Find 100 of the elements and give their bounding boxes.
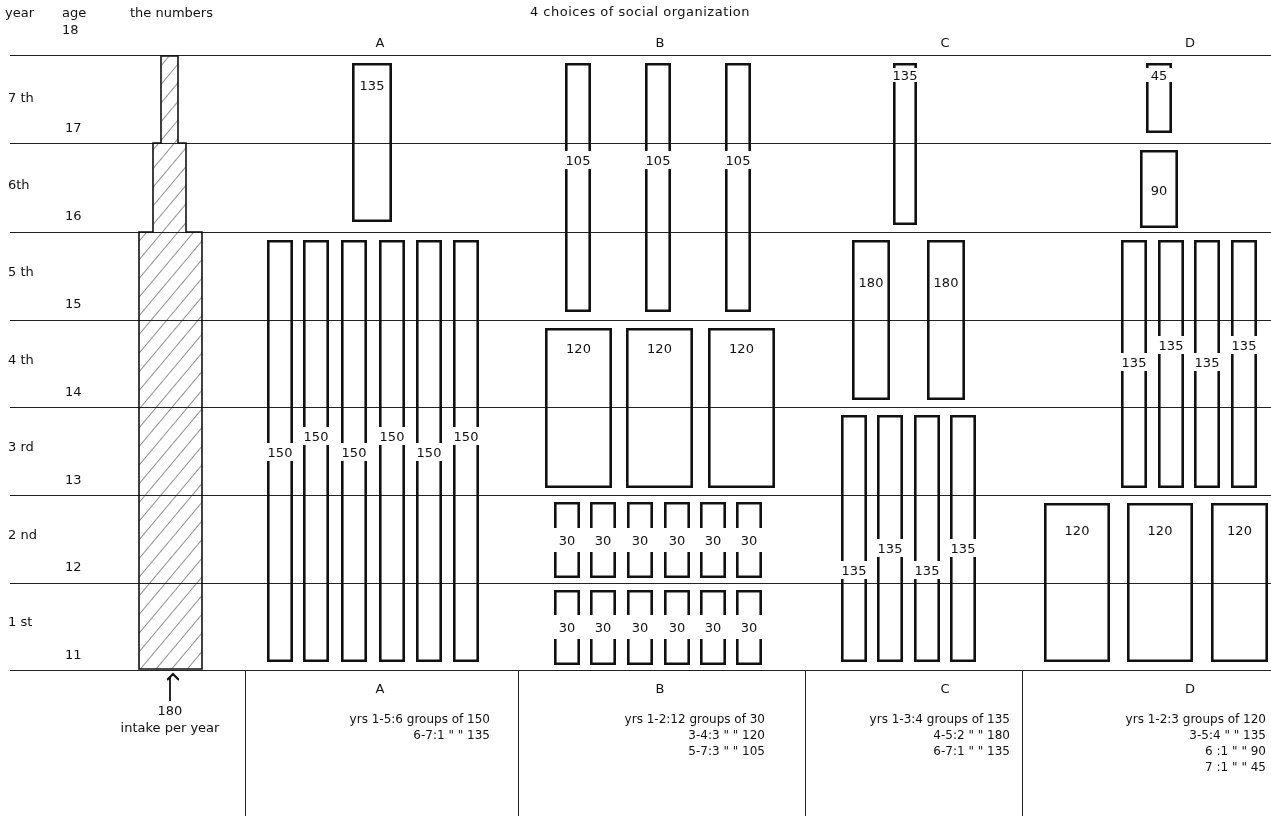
group-size: 150 [341, 444, 367, 460]
group-bar [352, 63, 392, 222]
group-bar [590, 502, 616, 578]
age-label: 14 [65, 384, 82, 400]
group-size: 135 [359, 77, 385, 93]
table-text: 6-7:1 " " 135 [413, 727, 490, 743]
option-letter: A [375, 35, 385, 51]
table-text: 7 :1 " " 45 [1205, 759, 1266, 775]
group-size: 150 [453, 428, 479, 444]
group-bar [708, 328, 775, 488]
option-letter: B [655, 681, 665, 697]
option-letter: B [655, 35, 665, 51]
age-label: 11 [65, 647, 82, 663]
group-bar [554, 590, 580, 665]
age-label: 18 [62, 22, 79, 38]
table-text: yrs 1-2:3 groups of 120 [1125, 711, 1266, 727]
column-heading: year [5, 5, 34, 21]
table-text: 6 :1 " " 90 [1205, 743, 1266, 759]
group-size: 135 [841, 562, 867, 578]
group-bar [453, 240, 479, 662]
group-size: 135 [892, 67, 918, 83]
group-size: 120 [566, 340, 591, 356]
group-size: 45 [1150, 67, 1168, 83]
group-bar [590, 590, 616, 665]
group-size: 135 [1194, 354, 1220, 370]
group-bar [927, 240, 965, 400]
group-size: 30 [704, 532, 722, 548]
group-size: 120 [1227, 522, 1252, 538]
group-size: 120 [647, 340, 672, 356]
group-bar [1127, 503, 1193, 662]
year-label: 5 th [8, 264, 34, 280]
group-bar [664, 590, 690, 665]
group-bar [841, 415, 867, 662]
group-bar [736, 502, 762, 578]
table-text: 3-5:4 " " 135 [1189, 727, 1266, 743]
group-bar [1194, 240, 1220, 488]
group-bar [341, 240, 367, 662]
group-bar [1140, 150, 1178, 228]
group-size: 105 [565, 152, 591, 168]
table-text: yrs 1-2:12 groups of 30 [624, 711, 765, 727]
group-bar [950, 415, 976, 662]
group-size: 120 [1064, 522, 1090, 538]
table-text: 4-5:2 " " 180 [933, 727, 1010, 743]
group-size: 135 [950, 540, 976, 556]
option-letter: D [1185, 681, 1195, 697]
group-size: 150 [416, 444, 442, 460]
group-size: 30 [704, 619, 722, 635]
group-bar [545, 328, 612, 488]
year-label: 7 th [8, 90, 34, 106]
group-bar [379, 240, 405, 662]
arrow [165, 672, 181, 702]
year-label: 4 th [8, 352, 34, 368]
group-bar [565, 63, 591, 312]
year-label: 6th [8, 177, 30, 193]
group-size: 30 [594, 619, 612, 635]
group-bar [877, 415, 903, 662]
group-size: 105 [725, 152, 751, 168]
group-size: 30 [558, 532, 576, 548]
group-size: 180 [858, 274, 884, 290]
age-label: 12 [65, 559, 82, 575]
option-letter: A [375, 681, 385, 697]
group-size: 30 [740, 619, 758, 635]
group-bar [852, 240, 890, 400]
group-size: 135 [1158, 337, 1184, 353]
group-size: 135 [877, 540, 903, 556]
group-bar [700, 502, 726, 578]
group-size: 180 [933, 274, 959, 290]
year-label: 2 nd [8, 527, 37, 543]
group-bar [416, 240, 442, 662]
column-heading: the numbers [130, 5, 213, 21]
group-bar [303, 240, 329, 662]
option-letter: C [940, 681, 950, 697]
option-letter: C [940, 35, 950, 51]
group-bar [626, 328, 693, 488]
intake-text: intake per year [120, 719, 220, 736]
option-letter: D [1185, 35, 1195, 51]
group-size: 30 [631, 619, 649, 635]
group-bar [267, 240, 293, 662]
table-text: 6-7:1 " " 135 [933, 743, 1010, 759]
group-size: 150 [303, 428, 329, 444]
group-bar [1044, 503, 1110, 662]
group-size: 120 [1147, 522, 1173, 538]
intake-text: 180 [157, 702, 183, 719]
age-label: 15 [65, 296, 82, 312]
group-size: 30 [631, 532, 649, 548]
group-bar [893, 63, 917, 225]
diagram-title: 4 choices of social organization [529, 4, 751, 19]
column-heading: age [62, 5, 87, 21]
age-label: 16 [65, 208, 82, 224]
group-bar [645, 63, 671, 312]
age-label: 17 [65, 120, 82, 136]
group-size: 30 [558, 619, 576, 635]
group-size: 105 [645, 152, 671, 168]
group-bar [700, 590, 726, 665]
age-label: 13 [65, 472, 82, 488]
group-bar [914, 415, 940, 662]
group-size: 30 [668, 619, 686, 635]
group-size: 90 [1150, 182, 1168, 198]
hatched-bar [138, 55, 203, 670]
group-bar [554, 502, 580, 578]
